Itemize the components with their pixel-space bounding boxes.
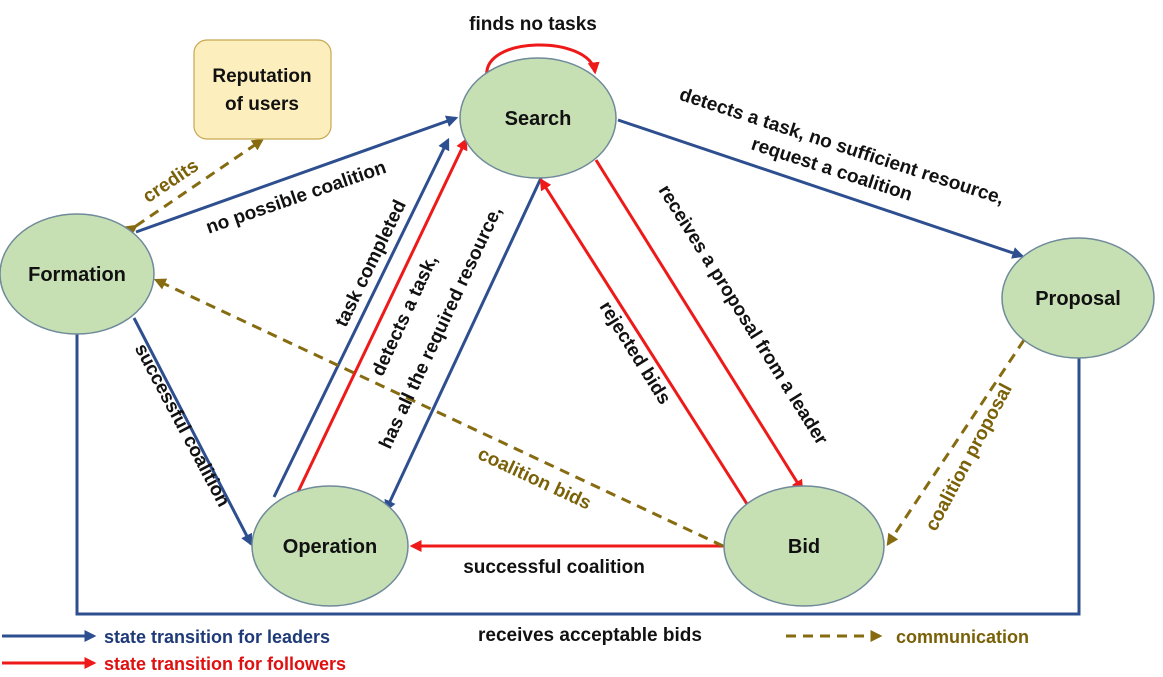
- edge-search-to-proposal: [617, 118, 1025, 259]
- edge-formation-to-operation: [132, 317, 253, 547]
- label-coalition-proposal: coalition proposal: [921, 380, 1016, 534]
- legend-communication-label: communication: [896, 627, 1029, 647]
- edge-search-self-loop: [485, 43, 600, 79]
- state-search-label: Search: [505, 108, 572, 130]
- edge-search-to-operation-blue: [384, 177, 543, 513]
- edge-coalition-bids: [153, 278, 724, 548]
- label-receives-proposal: receives a proposal from a leader: [654, 181, 832, 449]
- edge-operation-to-search-blue: [272, 137, 450, 498]
- edge-coalition-proposal: [886, 339, 1026, 546]
- label-finds-no-tasks: finds no tasks: [469, 14, 597, 35]
- reputation-box: [193, 39, 332, 140]
- label-detects-no-resource-1: detects a task, no sufficient resource,: [677, 84, 1007, 209]
- reputation-line1: Reputation: [212, 66, 311, 87]
- state-formation-label: Formation: [28, 264, 126, 286]
- legend-leaders-label: state transition for leaders: [104, 627, 330, 647]
- state-proposal: [1001, 237, 1155, 359]
- label-credits: credits: [139, 155, 202, 207]
- state-proposal-label: Proposal: [1035, 288, 1121, 310]
- edge-proposal-to-formation: [71, 315, 1081, 616]
- label-successful-coalition-left: successful coalition: [130, 340, 234, 510]
- edge-operation-to-search-red: [296, 137, 468, 493]
- label-coalition-bids: coalition bids: [474, 444, 594, 515]
- state-formation: [0, 213, 155, 335]
- label-receives-acceptable-bids: receives acceptable bids: [478, 625, 702, 646]
- edge-search-to-bid: [594, 159, 804, 493]
- state-search: [459, 57, 617, 179]
- reputation-line2: of users: [225, 94, 299, 115]
- legend-followers-label: state transition for followers: [104, 654, 346, 674]
- label-rejected-bids: rejected bids: [595, 298, 675, 409]
- state-bid: [723, 485, 885, 607]
- edge-bid-to-search: [539, 177, 749, 505]
- label-successful-coalition-bottom: successful coalition: [463, 557, 645, 578]
- state-bid-label: Bid: [788, 536, 820, 558]
- state-operation-label: Operation: [283, 536, 377, 558]
- edge-credits: [124, 138, 264, 237]
- state-operation: [251, 485, 409, 607]
